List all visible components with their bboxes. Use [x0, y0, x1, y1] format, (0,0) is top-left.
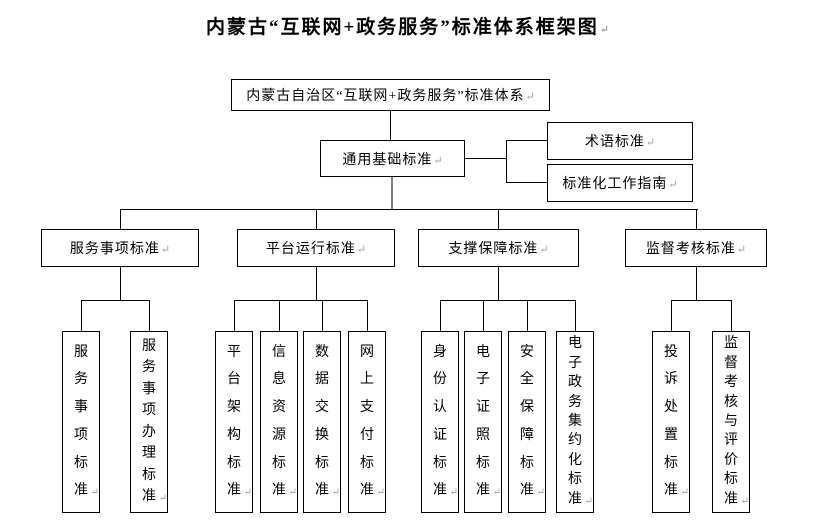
box-data-exchange-standards: 数据交换标准	[303, 331, 341, 513]
box-label: 通用基础标准	[342, 149, 442, 169]
connector-line	[316, 267, 317, 300]
box-label: 标准化工作指南	[562, 173, 677, 193]
connector-line	[81, 300, 82, 331]
connector-line	[440, 300, 576, 301]
box-terminology-standards: 术语标准	[547, 122, 693, 160]
box-support-guarantee-standards: 支撑保障标准	[418, 229, 579, 267]
box-service-items-standards: 服务事项标准	[41, 229, 199, 267]
box-general-basic-standards: 通用基础标准	[320, 140, 465, 177]
connector-line	[316, 209, 317, 229]
box-label: 支撑保障标准	[448, 238, 548, 258]
box-service-items-handling-standards: 服务事项办理标准	[130, 331, 168, 513]
box-security-guarantee-standards: 安全保障标准	[508, 331, 546, 513]
connector-line	[279, 300, 280, 331]
connector-line	[120, 209, 121, 229]
box-platform-architecture-standards: 平台架构标准	[215, 331, 253, 513]
box-e-government-intensification-standards: 电子政务集约化标准	[556, 331, 594, 513]
box-label: 平台运行标准	[266, 238, 366, 258]
connector-line	[149, 300, 150, 331]
connector-line	[506, 140, 507, 183]
connector-line	[575, 300, 576, 331]
connector-line	[390, 111, 391, 140]
box-platform-operation-standards: 平台运行标准	[237, 229, 395, 267]
box-label: 监督考核标准	[646, 238, 746, 258]
connector-line	[120, 209, 698, 210]
connector-line	[367, 300, 368, 331]
connector-line	[465, 158, 506, 159]
connector-line	[506, 182, 547, 183]
connector-line	[696, 209, 697, 229]
connector-line	[671, 300, 672, 331]
connector-line	[498, 267, 499, 300]
box-standardization-work-guide: 标准化工作指南	[547, 164, 693, 202]
connector-line	[527, 300, 528, 331]
connector-line	[696, 267, 697, 300]
diagram-title: 内蒙古“互联网+政务服务”标准体系框架图	[0, 12, 815, 39]
box-label: 术语标准	[585, 131, 655, 151]
connector-line	[234, 300, 235, 331]
connector-line	[731, 300, 732, 331]
box-online-payment-standards: 网上支付标准	[348, 331, 386, 513]
box-service-items-standards-detail: 服务事项标准	[62, 331, 100, 513]
connector-line-gray	[391, 177, 393, 209]
connector-line	[671, 300, 732, 301]
connector-line	[120, 267, 121, 300]
connector-line	[498, 209, 499, 229]
box-supervision-assessment-standards: 监督考核标准	[625, 229, 767, 267]
connector-line	[234, 300, 368, 301]
box-information-resources-standards: 信息资源标准	[260, 331, 298, 513]
box-identity-authentication-standards: 身份认证标准	[421, 331, 459, 513]
box-supervision-assessment-evaluation-standards: 监督考核与评价标准	[712, 331, 750, 513]
connector-line	[506, 140, 547, 141]
box-electronic-license-standards: 电子证照标准	[464, 331, 502, 513]
connector-line	[440, 300, 441, 331]
box-standard-system-root: 内蒙古自治区“互联网+政务服务”标准体系	[231, 79, 550, 111]
connector-line	[483, 300, 484, 331]
box-label: 服务事项标准	[70, 238, 170, 258]
connector-line	[81, 300, 150, 301]
connector-line	[322, 300, 323, 331]
box-label: 内蒙古自治区“互联网+政务服务”标准体系	[246, 85, 535, 105]
box-complaint-handling-standards: 投诉处置标准	[652, 331, 690, 513]
